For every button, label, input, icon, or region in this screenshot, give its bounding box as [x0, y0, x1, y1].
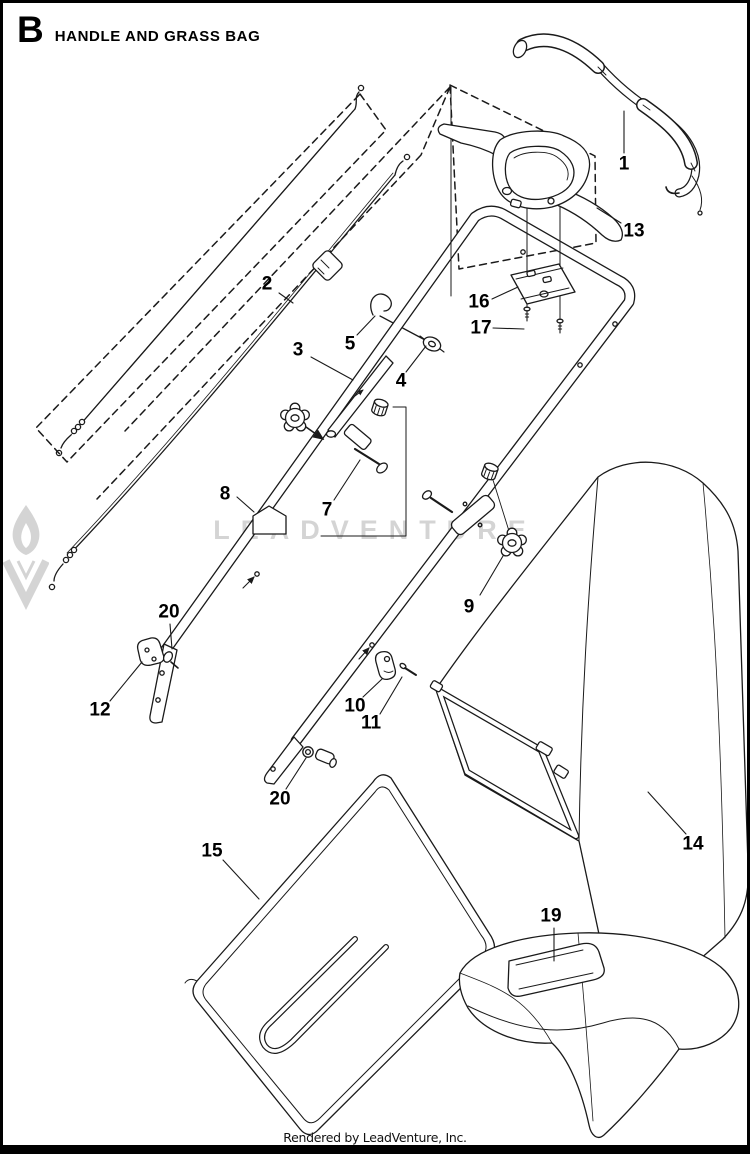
part-label-11[interactable]: 11 [360, 712, 382, 734]
rod-part3 [325, 355, 394, 438]
bracket-part12 [136, 637, 179, 669]
bag-lid-part19 [458, 932, 740, 1139]
bracket-part16 [510, 263, 576, 305]
leader-lines [109, 110, 687, 962]
part-label-10[interactable]: 10 [344, 695, 366, 717]
cable-upper [55, 84, 365, 457]
part-label-2[interactable]: 2 [261, 273, 273, 295]
part-label-9[interactable]: 9 [463, 596, 475, 618]
part-label-5[interactable]: 5 [344, 333, 356, 355]
handle-grip-part1 [512, 33, 703, 216]
part-label-19[interactable]: 19 [540, 905, 562, 927]
footer-credit: Rendered by LeadVenture, Inc. [283, 1130, 467, 1145]
part-label-4[interactable]: 4 [395, 370, 407, 392]
part-label-16[interactable]: 16 [468, 291, 490, 313]
cable-drive [48, 153, 411, 591]
part-label-7[interactable]: 7 [321, 499, 333, 521]
title-block: B HANDLE AND GRASS BAG [17, 11, 260, 48]
part-label-13[interactable]: 13 [623, 220, 645, 242]
part-label-12[interactable]: 12 [89, 699, 111, 721]
part-label-3[interactable]: 3 [292, 339, 304, 361]
cable-clamp-part4 [419, 335, 445, 353]
bracket-part10 [374, 650, 417, 681]
part-label-8[interactable]: 8 [219, 483, 231, 505]
part-label-14[interactable]: 14 [682, 833, 704, 855]
diagram-stage: LEADVENTURE [3, 3, 747, 1145]
fastener-part20-lower [302, 746, 337, 768]
part-label-1[interactable]: 1 [618, 153, 630, 175]
section-letter: B [17, 9, 44, 50]
bag-frame-part15 [184, 774, 496, 1136]
part-label-15[interactable]: 15 [201, 840, 223, 862]
part-label-20[interactable]: 20 [269, 788, 291, 810]
hardware-group-9 [421, 460, 527, 557]
hardware-group-7-8 [252, 397, 407, 537]
part-label-20[interactable]: 20 [158, 601, 180, 623]
page-title: HANDLE AND GRASS BAG [54, 28, 261, 45]
console-part13 [437, 123, 624, 242]
cable-hook [370, 293, 428, 342]
exploded-diagram-art [35, 33, 747, 1139]
part-label-17[interactable]: 17 [470, 317, 492, 339]
